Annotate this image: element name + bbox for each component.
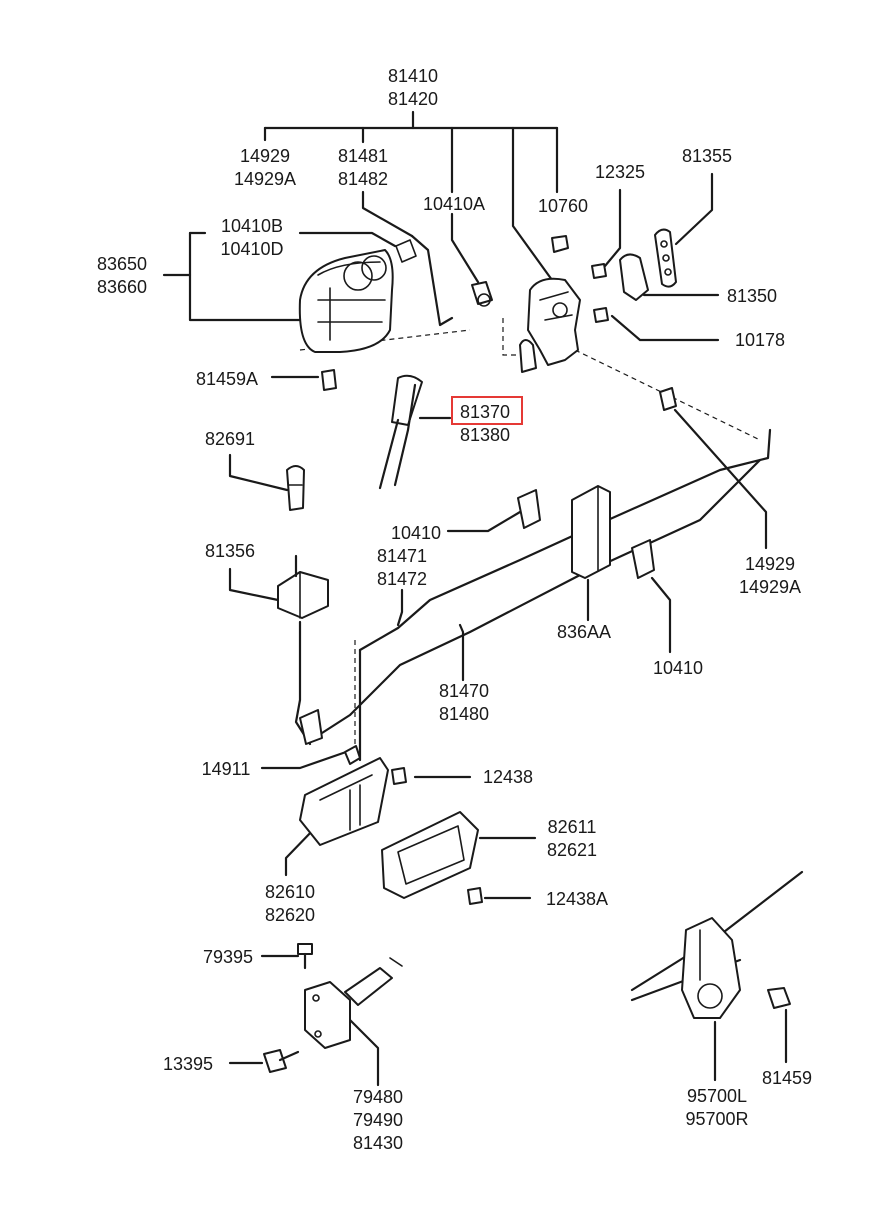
label-836AA: 836AA: [557, 622, 611, 642]
handle-bezel: [381, 811, 479, 899]
cable-clips: [517, 489, 655, 579]
label-10178: 10178: [735, 330, 785, 350]
label-12325: 12325: [595, 162, 645, 182]
label-79395: 79395: [203, 947, 253, 967]
label-13395: 13395: [163, 1054, 213, 1074]
leader-lines: [162, 110, 788, 1087]
highlight-box: [451, 396, 523, 425]
label-81459: 81459: [762, 1068, 812, 1088]
label-10760: 10760: [538, 196, 588, 216]
label-10410A: 10410A: [423, 194, 485, 214]
label-12438: 12438: [483, 767, 533, 787]
label-81356: 81356: [205, 541, 255, 561]
lock-knob-clip: [286, 465, 305, 511]
cable-guide-836AA: [571, 485, 611, 579]
cable-assembly: [294, 428, 772, 762]
inside-handle: [299, 745, 389, 846]
label-82691: 82691: [205, 429, 255, 449]
lock-rod-81370: [378, 374, 423, 490]
striker-plate: [619, 228, 677, 301]
label-14911: 14911: [202, 759, 251, 779]
label-10410-right: 10410: [653, 658, 703, 678]
label-81350: 81350: [727, 286, 777, 306]
rod-clips: [321, 235, 677, 411]
dashed-guides: [299, 318, 761, 760]
door-latch: [519, 277, 581, 373]
door-checker: [304, 957, 403, 1049]
outside-handle: [298, 249, 394, 353]
bolts: [263, 263, 791, 1073]
label-81355: 81355: [682, 146, 732, 166]
label-12438A: 12438A: [546, 889, 608, 909]
label-81459A: 81459A: [196, 369, 258, 389]
outside-handle-rod: [395, 234, 454, 327]
lock-actuator-95700: [630, 870, 804, 1019]
label-10410-mid: 10410: [391, 523, 441, 543]
lock-actuator-81356: [277, 554, 329, 745]
